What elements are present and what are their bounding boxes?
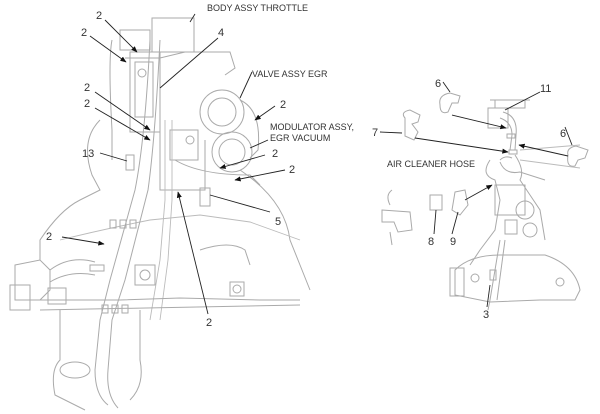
callout-2: 2: [81, 27, 87, 39]
leader-4: [159, 37, 219, 89]
leader-3: [486, 284, 491, 308]
leader-6a-arrow: [451, 114, 507, 130]
leader-6b-arrow: [518, 143, 569, 157]
clip-8: [429, 194, 443, 211]
throttle-body-shape: [151, 17, 195, 53]
callout-2: 2: [280, 99, 286, 111]
egr-valve-shape: [199, 89, 245, 135]
modulator-shape: [211, 131, 253, 173]
leader-2e: [254, 105, 276, 121]
callout-13: 13: [82, 148, 94, 160]
callout-6: 6: [435, 78, 441, 90]
left-view-labels: BODY ASSY THROTTLE VALVE ASSY EGR MODULA…: [46, 3, 354, 329]
callout-2: 2: [289, 164, 295, 176]
leader-2d: [94, 107, 151, 141]
callout-11: 11: [540, 83, 551, 95]
leader-5: [209, 194, 271, 213]
clip-6-right: [567, 145, 589, 167]
callout-2: 2: [84, 82, 90, 94]
label-valve-assy-egr: VALVE ASSY EGR: [252, 69, 328, 79]
leader-2f: [219, 154, 266, 169]
callout-5: 5: [275, 216, 281, 228]
callout-7: 7: [372, 127, 378, 139]
leader-2c: [94, 91, 151, 131]
callout-6: 6: [560, 128, 566, 140]
label-modulator-assy-line2: EGR VACUUM: [270, 133, 330, 143]
callout-2: 2: [206, 317, 212, 329]
leader-2h: [61, 236, 105, 246]
callout-2: 2: [96, 10, 102, 22]
leader-throttle: [189, 13, 196, 23]
callout-2: 2: [272, 148, 278, 160]
callout-4: 4: [218, 27, 224, 39]
leader-2i: [176, 191, 209, 315]
leader-9-arrow: [464, 184, 493, 201]
leader-2g: [234, 169, 286, 182]
leader-11: [504, 91, 541, 111]
right-view-labels: AIR CLEANER HOSE 6 11 7 6 8 9 3: [372, 78, 566, 321]
right-view-leaders: [379, 81, 573, 308]
leader-egr-valve: [239, 71, 253, 99]
clip-6-upper: [439, 92, 461, 114]
callout-2: 2: [84, 98, 90, 110]
callout-2: 2: [46, 231, 52, 243]
leader-7: [379, 131, 403, 134]
callout-8: 8: [428, 236, 434, 248]
label-modulator-assy-line1: MODULATOR ASSY,: [270, 122, 354, 132]
leader-2a: [104, 19, 138, 53]
leader-7-arrow: [414, 137, 509, 154]
engine-left-view: [9, 17, 311, 411]
leader-2b: [89, 35, 127, 63]
leader-8: [433, 209, 437, 235]
leader-13: [99, 152, 128, 162]
hose-bracket: [381, 209, 413, 233]
callout-9: 9: [450, 236, 456, 248]
label-body-assy-throttle: BODY ASSY THROTTLE: [207, 3, 308, 13]
callout-3: 3: [483, 309, 489, 321]
leader-modulator: [249, 139, 269, 149]
label-air-cleaner-hose: AIR CLEANER HOSE: [387, 159, 475, 169]
leader-6a: [442, 81, 451, 93]
left-view-leaders: [61, 13, 286, 315]
clip-9: [451, 189, 469, 216]
engine-right-view: [381, 92, 589, 311]
leader-9: [451, 211, 459, 235]
clip-7: [402, 109, 421, 141]
leader-6b: [564, 126, 573, 146]
